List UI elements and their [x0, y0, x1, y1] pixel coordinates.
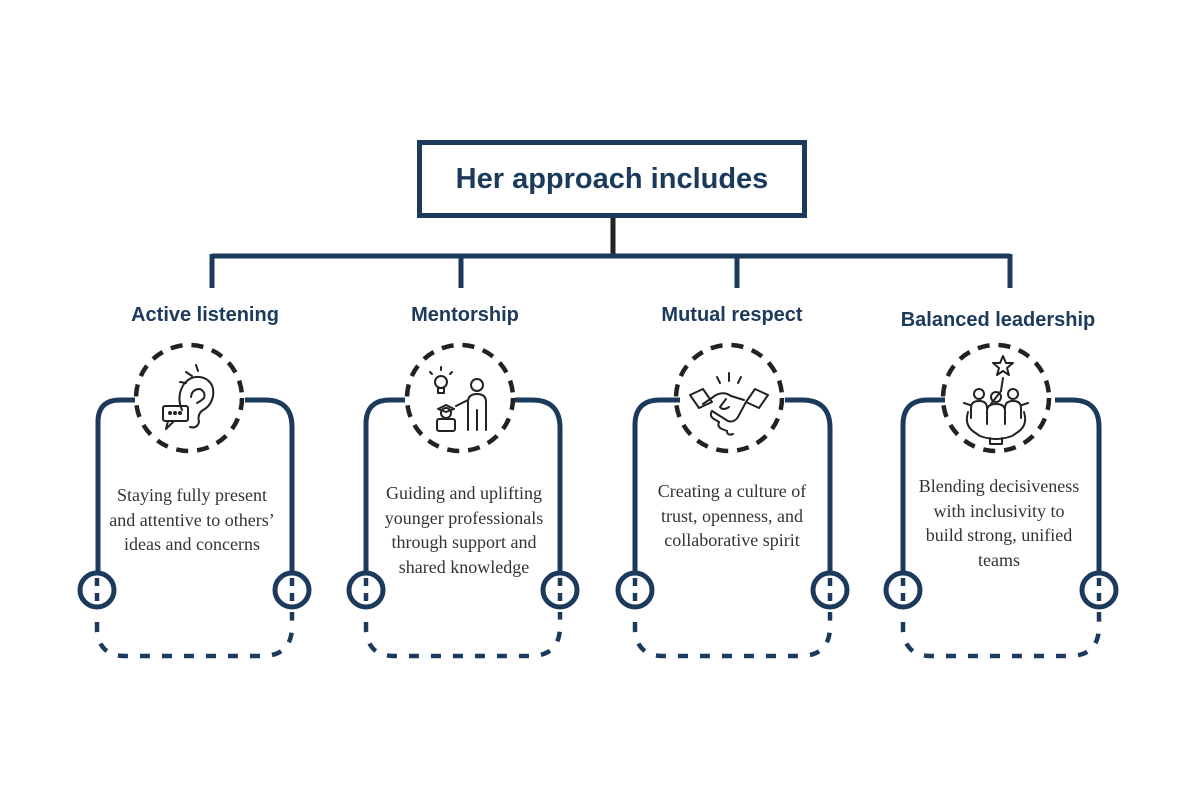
heading-mutual-respect: Mutual respect [661, 304, 803, 326]
mentor-teaching-icon [429, 366, 487, 432]
desc-balanced-leadership: Blending decisiveness with inclusivity t… [918, 476, 1080, 570]
ear-listening-icon [162, 364, 215, 430]
connector-tree [209, 218, 1013, 288]
desc-mentorship: Guiding and uplifting younger profession… [384, 483, 544, 577]
heading-active-listening: Active listening [131, 304, 279, 326]
heading-mentorship: Mentorship [411, 304, 519, 326]
diagram-title: Her approach includes [417, 140, 807, 218]
team-gear-star-icon [963, 355, 1029, 445]
card-frame-1 [77, 342, 312, 659]
handshake-icon [689, 372, 769, 436]
card-frame-4 [883, 342, 1119, 659]
desc-mutual-respect: Creating a culture of trust, openness, a… [657, 481, 807, 550]
card-frame-3 [615, 342, 850, 659]
card-frame-2 [346, 342, 580, 659]
desc-active-listening: Staying fully present and attentive to o… [109, 485, 275, 554]
heading-balanced-leadership: Balanced leadership [900, 309, 1096, 331]
